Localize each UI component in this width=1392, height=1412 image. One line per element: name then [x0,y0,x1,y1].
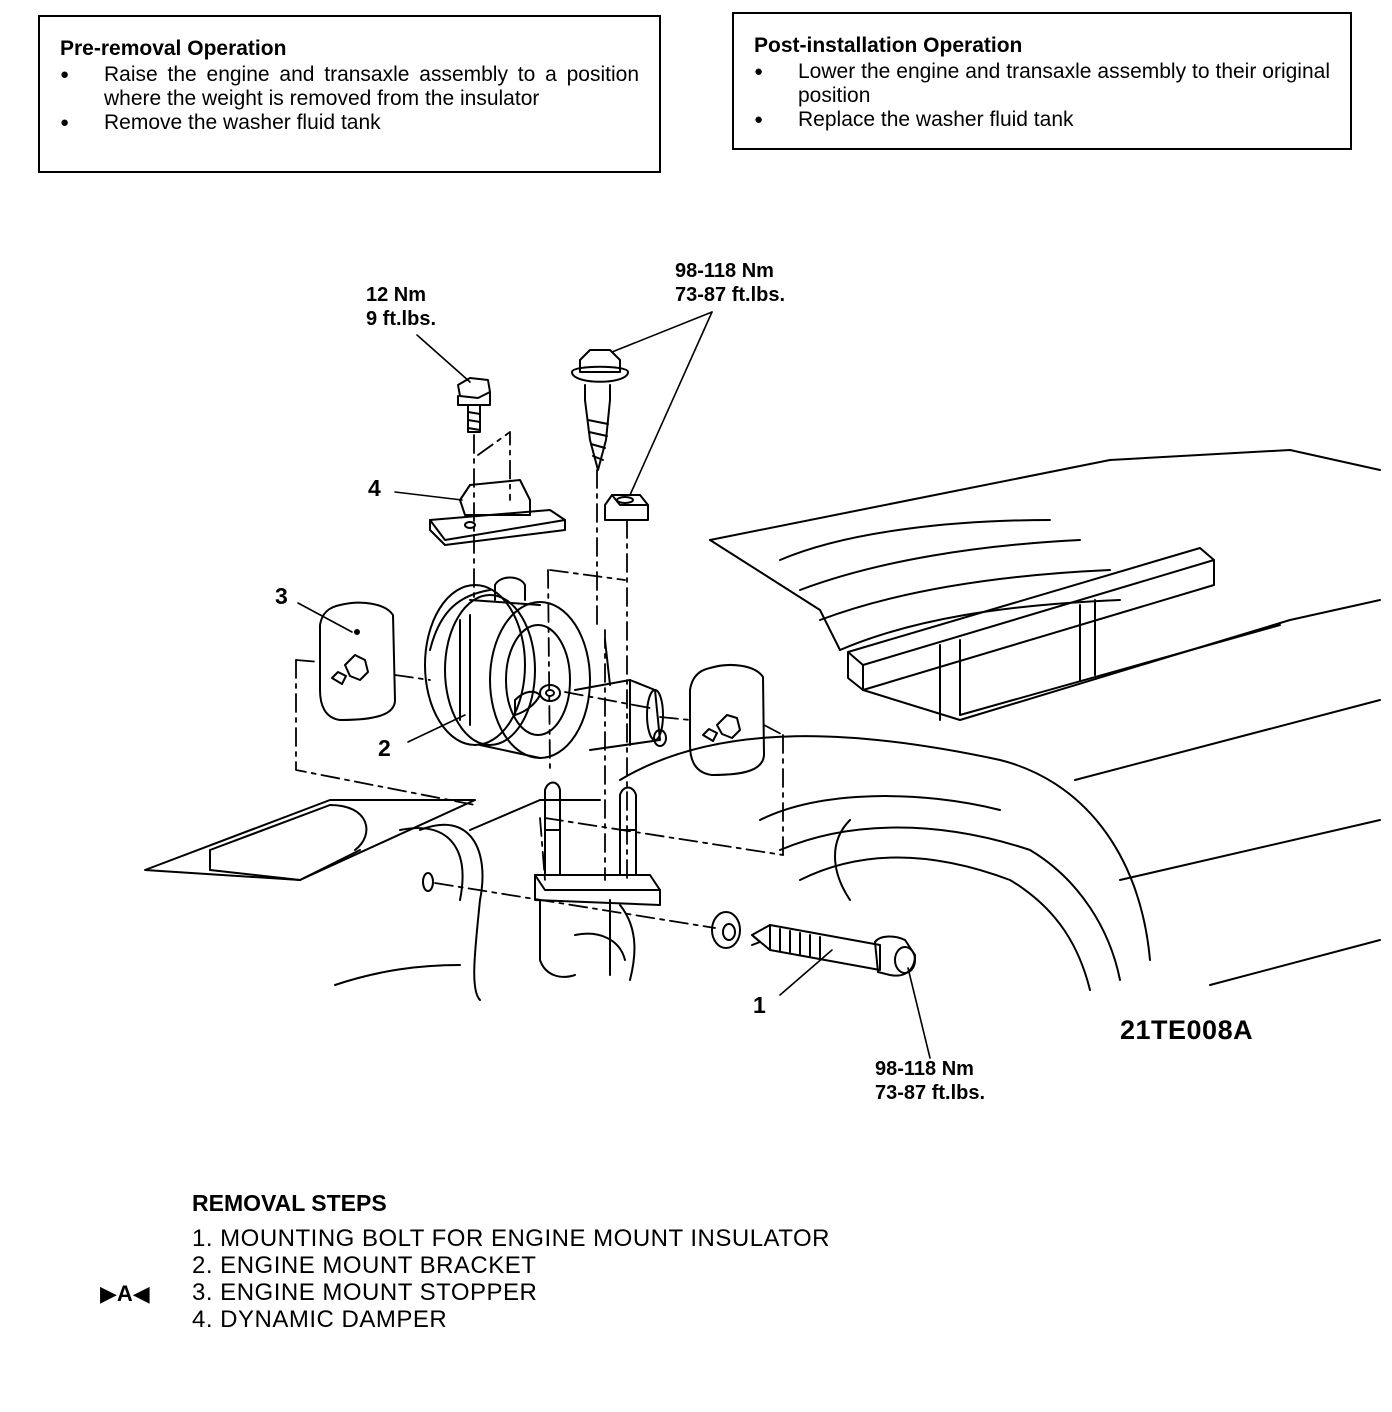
engine-mount-stopper-left [319,601,396,721]
figure-code: 21TE008A [1120,1015,1254,1045]
post-installation-box: Post-installation Operation Lower the en… [732,12,1352,150]
engine-block [619,449,1381,991]
torque-nm: 98-118 Nm [675,260,774,282]
pre-removal-list: Raise the engine and transaxle assembly … [60,63,639,135]
part-number-3: 3 [275,583,288,609]
torque-nm: 12 Nm [366,284,427,306]
pre-removal-box: Pre-removal Operation Raise the engine a… [38,15,661,173]
removal-steps-title: REMOVAL STEPS [192,1190,387,1216]
removal-steps: REMOVAL STEPS 1. MOUNTING BOLT FOR ENGIN… [192,1190,830,1333]
top-small-bolt [457,377,491,433]
torque-ftlbs: 73-87 ft.lbs. [875,1082,986,1104]
torque-nm: 98-118 Nm [875,1058,974,1080]
removal-step: 2. ENGINE MOUNT BRACKET [192,1252,537,1279]
post-installation-list: Lower the engine and transaxle assembly … [754,60,1330,132]
leader-lines [297,311,931,1059]
torque-callout-top-left: 12 Nm 9 ft.lbs. [366,283,436,331]
engine-mount-exploded-view [144,311,1381,1059]
removal-step: 4. DYNAMIC DAMPER [192,1306,448,1333]
torque-callout-bottom: 98-118 Nm 73-87 ft.lbs. [875,1057,985,1105]
pre-removal-item: Raise the engine and transaxle assembly … [60,63,639,111]
part-number-4: 4 [368,475,381,501]
top-long-bolt [571,349,629,471]
right-nut [604,494,649,521]
torque-ftlbs: 73-87 ft.lbs. [675,284,786,306]
transaxle-frame [144,781,661,1001]
alignment-lines [295,431,784,929]
torque-callout-top-right: 98-118 Nm 73-87 ft.lbs. [675,259,785,307]
removal-step: 3. ENGINE MOUNT STOPPER [192,1279,538,1306]
installation-note-marker: ▶A◀ [100,1281,150,1306]
part-number-2: 2 [378,735,391,761]
engine-mount-stopper-right [689,664,765,776]
pre-removal-title: Pre-removal Operation [60,37,287,60]
post-installation-title: Post-installation Operation [754,34,1023,57]
pre-removal-item: Remove the washer fluid tank [60,111,639,135]
part-number-1: 1 [753,992,766,1018]
post-installation-item: Replace the washer fluid tank [754,108,1330,132]
torque-ftlbs: 9 ft.lbs. [366,308,437,330]
mounting-bolt-part [711,911,916,977]
dynamic-damper-part [429,479,566,546]
bolt-hole [422,872,434,892]
engine-mount-bracket-part [424,576,667,759]
removal-step: 1. MOUNTING BOLT FOR ENGINE MOUNT INSULA… [192,1225,831,1252]
post-installation-item: Lower the engine and transaxle assembly … [754,60,1330,108]
